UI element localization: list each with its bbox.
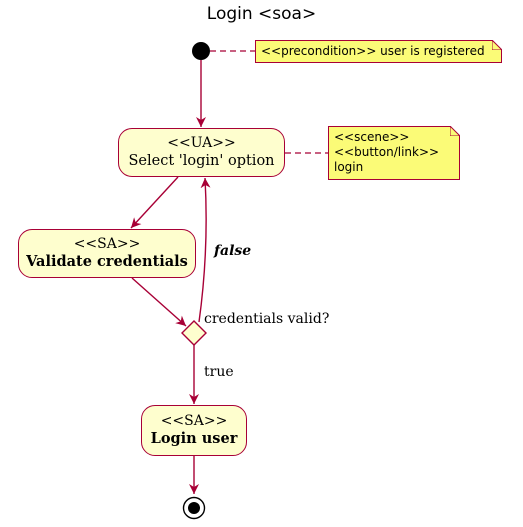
activity-name: Login user bbox=[150, 430, 238, 447]
end-node-inner bbox=[188, 502, 200, 514]
diagram-title: Login <soa> bbox=[206, 4, 317, 24]
note-fold-icon bbox=[492, 40, 502, 50]
activity-name: Validate credentials bbox=[26, 253, 188, 270]
activity-login-user: <<SA>> Login user bbox=[141, 405, 247, 456]
decision-diamond bbox=[181, 320, 207, 346]
activity-stereotype: <<SA>> bbox=[73, 236, 141, 252]
precondition-note: <<precondition>> user is registered bbox=[255, 40, 502, 63]
scene-note-line: <<scene>> bbox=[334, 130, 410, 144]
scene-note: <<scene>> <<button/link>> login bbox=[328, 126, 460, 180]
edge-false-loop bbox=[198, 177, 211, 323]
start-node bbox=[192, 42, 210, 60]
activity-stereotype: <<UA>> bbox=[167, 135, 236, 151]
decision-label: credentials valid? bbox=[204, 311, 330, 327]
note-fold-icon bbox=[450, 126, 460, 136]
precondition-note-text: <<precondition>> user is registered bbox=[261, 44, 485, 58]
scene-note-line: login bbox=[334, 160, 364, 174]
scene-note-line: <<button/link>> bbox=[334, 145, 440, 159]
true-guard-label: true bbox=[204, 364, 234, 380]
activity-name: Select 'login' option bbox=[128, 153, 275, 169]
edge-select-to-validate bbox=[130, 176, 179, 229]
activity-select-login: <<UA>> Select 'login' option bbox=[118, 128, 285, 177]
edge-validate-to-decision bbox=[131, 277, 187, 327]
activity-validate-credentials: <<SA>> Validate credentials bbox=[18, 229, 196, 278]
false-guard-label: false bbox=[214, 243, 252, 259]
activity-stereotype: <<SA>> bbox=[160, 413, 228, 429]
